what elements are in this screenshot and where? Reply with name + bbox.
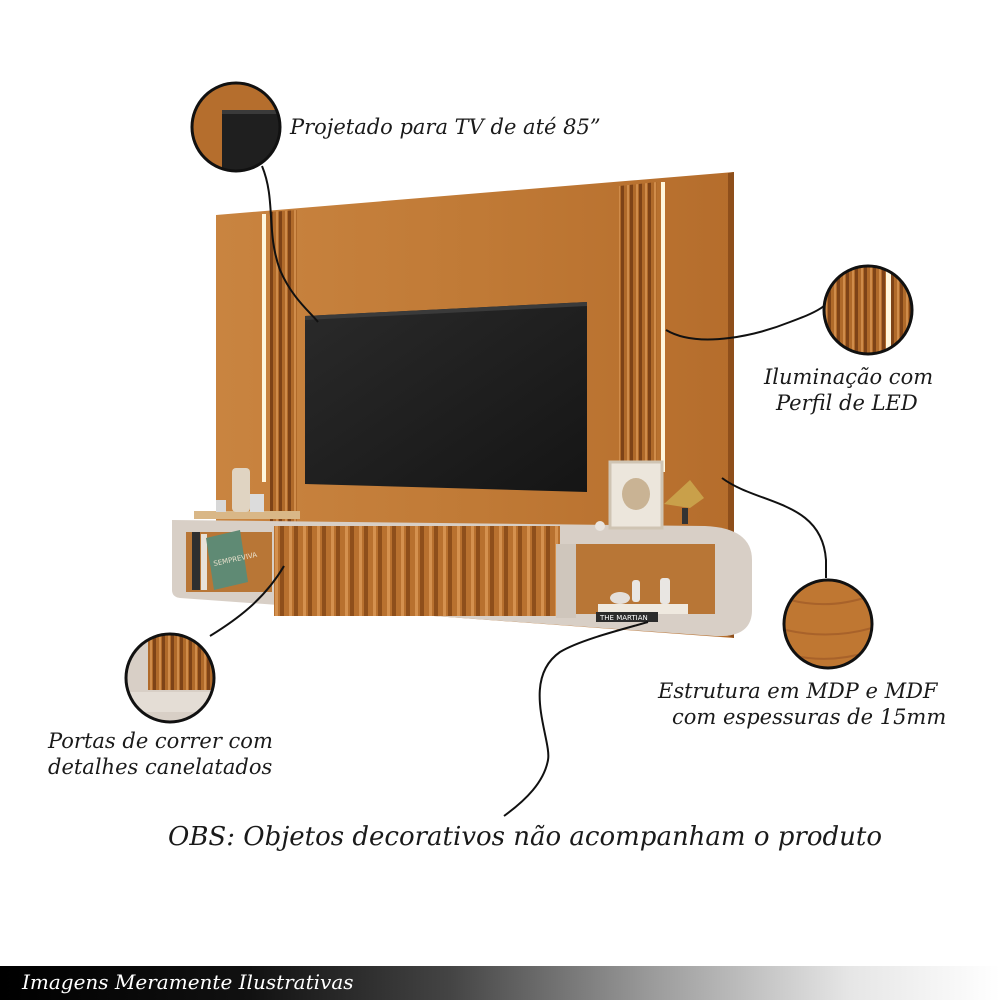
callout-led-label-2: Perfil de LED	[776, 391, 918, 415]
callout-structure-label-2: com espessuras de 15mm	[672, 705, 947, 729]
disclaimer-note: OBS: Objetos decorativos não acompanham …	[168, 822, 882, 852]
callout-led-label-1: Iluminação com	[764, 365, 934, 389]
led-strip-left	[262, 214, 266, 482]
decor-objects	[194, 460, 704, 531]
callout-circle-tv	[190, 81, 282, 173]
callout-tv-label: Projetado para TV de até 85”	[290, 115, 601, 139]
callout-structure-label-1: Estrutura em MDP e MDF	[658, 679, 938, 703]
callout-doors-label-1: Portas de correr com	[48, 729, 273, 753]
leader-lines	[209, 165, 827, 817]
callout-circle-led	[822, 264, 914, 356]
callout-doors-label-2: detalhes canelatados	[48, 755, 273, 779]
floating-rack: SEMPREVIVA THE MARTIAN	[172, 520, 752, 637]
television	[305, 302, 587, 492]
led-strip-right	[661, 182, 665, 472]
book-spine-title: THE MARTIAN	[599, 614, 648, 622]
footer-disclaimer: Imagens Meramente Ilustrativas	[22, 970, 354, 994]
callout-circle-doors	[124, 632, 216, 724]
footer-bar	[0, 966, 1000, 1000]
callout-circle-structure	[782, 578, 874, 670]
